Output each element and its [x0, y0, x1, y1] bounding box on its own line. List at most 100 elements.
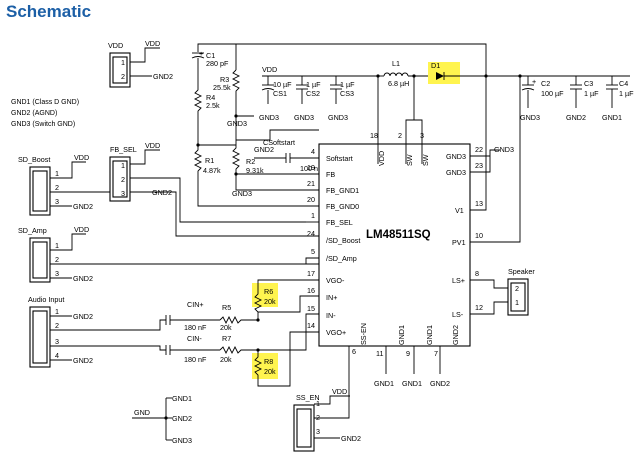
r5-name: R5	[222, 303, 231, 312]
chip-left-pin-num-0: 4	[311, 147, 315, 156]
speaker-connector: Speaker 2 1	[507, 267, 535, 316]
chip-left-pin-num-6: 5	[311, 247, 315, 256]
r1-name: R1	[205, 156, 214, 165]
sd-boost-label: SD_Boost	[18, 155, 50, 164]
chip-left-pin-num-5: 24	[307, 229, 315, 238]
c3-name: C3	[584, 79, 593, 88]
chip-bottom-pin-name-0: SS-EN	[359, 323, 368, 345]
chip-left-pin-name-0: Softstart	[326, 154, 353, 163]
chip-top-pin-num-2: 3	[420, 131, 424, 140]
r3-name: R3	[220, 75, 229, 84]
ss-en-net-vdd: VDD	[332, 387, 347, 396]
r7-value: 20k	[220, 355, 232, 364]
chip-right-pin-name-5: LS-	[452, 310, 464, 319]
r4-name: R4	[206, 93, 215, 102]
chip-left-pin-num-9: 15	[307, 304, 315, 313]
chip-left-pin-name-4: FB_SEL	[326, 218, 353, 227]
chip-left-pin-num-8: 16	[307, 286, 315, 295]
chip-right-pin-name-0: GND3	[446, 152, 466, 161]
c4-name: C4	[619, 79, 628, 88]
chip-top-pin-num-1: 2	[398, 131, 402, 140]
d1-name: D1	[431, 61, 440, 70]
sd-boost-net-gnd2: GND2	[73, 202, 93, 211]
chip-right-pin-num-2: 13	[475, 199, 483, 208]
vdd-connector-net-vdd-top: VDD	[108, 41, 123, 50]
chip-right-pin-num-3: 10	[475, 231, 483, 240]
ss-en-pin-1: 1	[316, 399, 320, 408]
net-gnd2-r2: GND2	[254, 145, 274, 154]
r2-name: R2	[246, 157, 255, 166]
net-gnd3-r3: GND3	[227, 119, 247, 128]
chip-bottom-pin-name-1: GND1	[397, 325, 406, 345]
ss-en-pin-3: 3	[316, 427, 320, 436]
gain-network: CIN+ 180 nF R5 20k R6 20k CIN- 180 nF R7…	[165, 279, 319, 387]
gnd-junction-net: GND	[134, 408, 150, 417]
audio-input-net-gnd2-a: GND2	[73, 312, 93, 321]
audio-input-pin-4: 4	[55, 351, 59, 360]
sd-amp-label: SD_Amp	[18, 226, 47, 235]
chip-right-pin-num-1: 23	[475, 161, 483, 170]
sd-boost-pin-1: 1	[55, 169, 59, 178]
output-caps: + C2 100 µF C3 1 µF C4 1 µF GND3 GND2 GN…	[470, 76, 634, 243]
chip-right-pin-name-1: GND3	[446, 168, 466, 177]
vdd-connector-pin-2: 2	[121, 72, 125, 81]
sd-amp-connector: SD_Amp 1 2 3 VDD GND2	[18, 225, 319, 283]
chip-right-pin-num-5: 12	[475, 303, 483, 312]
chip-name: LM48511SQ	[366, 229, 431, 241]
chip-right-gnd3-net: GND3	[494, 145, 514, 154]
csoft-name: CSoftstart	[263, 138, 295, 147]
chip-left-pin-name-2: FB_GND1	[326, 186, 359, 195]
vdd-connector-net-gnd2: GND2	[153, 72, 173, 81]
c4-value: 1 µF	[619, 89, 634, 98]
sd-boost-net-vdd: VDD	[74, 153, 89, 162]
chip-right-pin-num-0: 22	[475, 145, 483, 154]
r6-value: 20k	[264, 297, 276, 306]
chip-left-pin-name-3: FB_GND0	[326, 202, 359, 211]
ss-en-net-gnd2: GND2	[341, 434, 361, 443]
gnd-junction-label-2: GND2	[172, 414, 192, 423]
ss-en-pin-2: 2	[316, 413, 320, 422]
ss-en-label: SS_EN	[296, 393, 320, 402]
r4-value: 2.5k	[206, 101, 220, 110]
chip-left-pin-name-5: /SD_Boost	[326, 236, 360, 245]
sd-amp-pin-2: 2	[55, 255, 59, 264]
chip-right-pin-name-2: V1	[455, 206, 464, 215]
chip-left-pin-name-7: VGO-	[326, 276, 345, 285]
speaker-pin-2: 2	[515, 284, 519, 293]
note-gnd3: GND3 (Switch GND)	[11, 121, 75, 128]
speaker-label: Speaker	[508, 267, 535, 276]
audio-input-pin-3: 3	[55, 337, 59, 346]
cs2-value: 1 µF	[306, 80, 321, 89]
net-vdd-cs: VDD	[262, 65, 277, 74]
chip-bottom-pin-name-2: GND1	[425, 325, 434, 345]
fb-sel-connector: FB_SEL 1 2 3 VDD GND2	[109, 141, 306, 223]
chip-bottom-pin-num-1: 11	[376, 349, 383, 358]
chip-bottom-pin-num-3: 7	[434, 349, 438, 358]
chip-top-pin-name-1: SW	[405, 154, 414, 166]
c1-name: C1	[206, 51, 215, 60]
chip-left-pin-num-7: 17	[307, 269, 315, 278]
fb-sel-label: FB_SEL	[110, 145, 137, 154]
c2-value: 100 µF	[541, 89, 564, 98]
cs1-name: CS1	[273, 89, 287, 98]
note-gnd2: GND2 (AGND)	[11, 110, 57, 117]
feedback-network: + C1 280 pF R3 25.5k R4 2.5k GND3 R1 4.8…	[191, 43, 487, 207]
r7-name: R7	[222, 334, 231, 343]
chip-left-pin-num-10: 14	[307, 321, 315, 330]
speaker-pin-1: 1	[515, 298, 519, 307]
page-title: Schematic	[6, 2, 92, 21]
chip-lm48511sq: LM48511SQ 18 VDD 2 SW 3 SW 4 Softstart 1…	[306, 131, 514, 419]
cinn-name: CIN-	[187, 334, 202, 343]
cinn-value: 180 nF	[184, 355, 207, 364]
c1-value: 280 pF	[206, 59, 229, 68]
vdd-connector: 1 2 VDD VDD GND2	[108, 39, 173, 88]
chip-right-pin-name-3: PV1	[452, 238, 466, 247]
gnd-junction-label-1: GND1	[172, 394, 192, 403]
sd-amp-net-gnd2: GND2	[73, 274, 93, 283]
chip-top-pin-name-0: VDD	[377, 151, 386, 166]
cs1-value: 10 µF	[273, 80, 292, 89]
chip-bottom-pin-num-2: 9	[406, 349, 410, 358]
l1-value: 6.8 µH	[388, 79, 409, 88]
audio-input-pin-2: 2	[55, 321, 59, 330]
